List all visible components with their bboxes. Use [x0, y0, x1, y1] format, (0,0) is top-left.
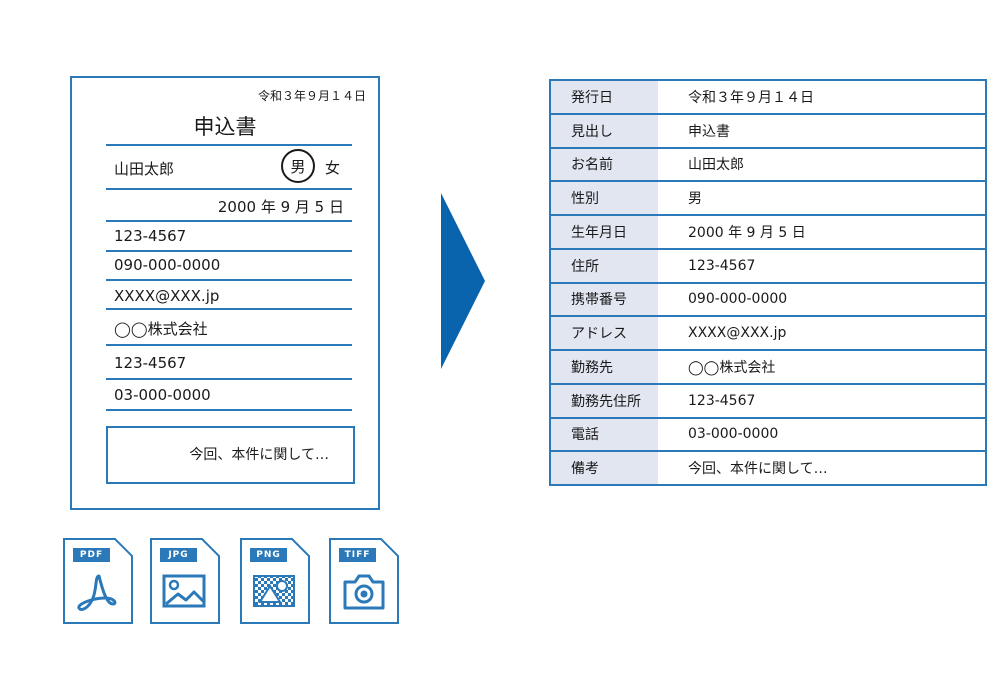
gender-female: 女	[325, 159, 341, 177]
row-value: 山田太郎	[658, 147, 986, 183]
form-phone: 03-000-0000	[114, 386, 211, 404]
row-label: 電話	[550, 417, 658, 453]
form-remarks: 今回、本件に関して…	[189, 447, 329, 463]
form-birthday: 2000 年 9 月 5 日	[217, 198, 344, 216]
right-arrow-icon	[441, 193, 485, 369]
form-divider	[106, 144, 352, 146]
table-row: お名前山田太郎	[550, 147, 986, 183]
form-name: 山田太郎	[114, 160, 175, 178]
row-value: 123-4567	[658, 383, 986, 419]
form-divider	[106, 344, 352, 346]
row-label: お名前	[550, 147, 658, 183]
row-value: 男	[658, 181, 986, 216]
file-type-label: PDF	[73, 548, 110, 562]
row-label: 生年月日	[550, 215, 658, 250]
row-value: 123-4567	[658, 248, 986, 284]
row-label: 勤務先	[550, 350, 658, 385]
row-value: 2000 年 9 月 5 日	[658, 215, 986, 250]
row-label: 性別	[550, 181, 658, 216]
file-type-label: PNG	[250, 548, 287, 562]
row-label: アドレス	[550, 316, 658, 351]
row-label: 見出し	[550, 113, 658, 149]
row-label: 発行日	[550, 80, 658, 115]
form-email: XXXX@XXX.jp	[114, 287, 220, 305]
form-divider	[106, 308, 352, 310]
row-label: 備考	[550, 451, 658, 485]
row-label: 勤務先住所	[550, 383, 658, 419]
form-divider	[106, 409, 352, 411]
form-title: 申込書	[193, 115, 257, 139]
table-row: 見出し申込書	[550, 113, 986, 149]
jpg-file-icon: JPG	[150, 538, 220, 624]
image-icon	[162, 574, 206, 608]
file-type-label: JPG	[160, 548, 197, 562]
tiff-file-icon: TIFF	[329, 538, 399, 624]
camera-icon	[343, 574, 385, 610]
gender-male-circled: 男	[281, 149, 315, 183]
form-mobile: 090-000-0000	[114, 256, 221, 274]
form-divider	[106, 188, 352, 190]
file-type-label: TIFF	[339, 548, 376, 562]
row-value: 090-000-0000	[658, 282, 986, 318]
pdf-file-icon: PDF	[63, 538, 133, 624]
form-company: ◯◯株式会社	[114, 320, 208, 338]
row-value: 今回、本件に関して…	[658, 451, 986, 485]
row-label: 住所	[550, 248, 658, 284]
table-row: 性別男	[550, 181, 986, 216]
table-row: 勤務先◯◯株式会社	[550, 350, 986, 385]
row-value: ◯◯株式会社	[658, 350, 986, 385]
form-date: 令和３年９月１４日	[257, 89, 366, 103]
row-value: 申込書	[658, 113, 986, 149]
form-remarks-box: 今回、本件に関して…	[106, 426, 355, 484]
form-divider	[106, 250, 352, 252]
form-company-address: 123-4567	[114, 354, 187, 372]
row-value: 令和３年９月１４日	[658, 80, 986, 115]
form-divider	[106, 378, 352, 380]
table-row: 発行日令和３年９月１４日	[550, 80, 986, 115]
form-address: 123-4567	[114, 227, 187, 245]
row-value: 03-000-0000	[658, 417, 986, 453]
row-value: XXXX@XXX.jp	[658, 316, 986, 351]
pdf-icon	[77, 574, 117, 612]
row-label: 携帯番号	[550, 282, 658, 318]
application-form: 令和３年９月１４日 申込書 山田太郎 男 女 2000 年 9 月 5 日 12…	[70, 76, 380, 510]
table-row: 備考今回、本件に関して…	[550, 451, 986, 485]
form-divider	[106, 220, 352, 222]
image-pattern-icon	[253, 575, 295, 607]
png-file-icon: PNG	[240, 538, 310, 624]
form-divider	[106, 279, 352, 281]
